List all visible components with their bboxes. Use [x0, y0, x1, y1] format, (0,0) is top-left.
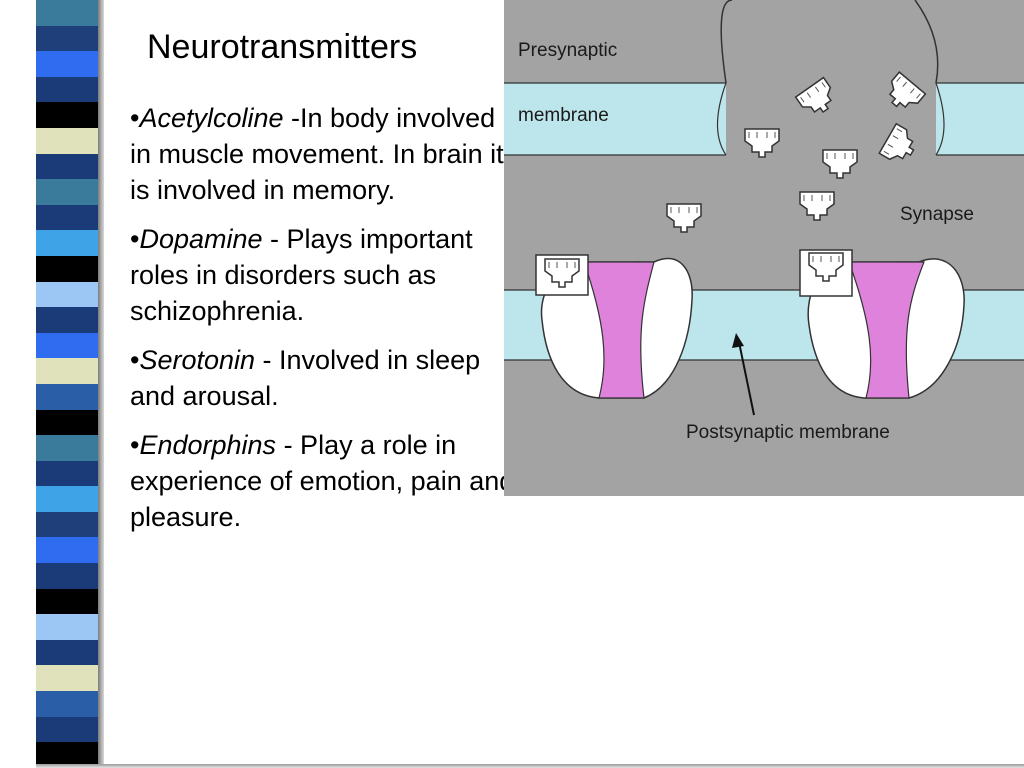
stripe-segment [36, 127, 98, 154]
bullet-serotonin: •Serotonin - Involved in sleep and arous… [130, 342, 515, 414]
receptor-right [799, 249, 965, 399]
stripe-segment [36, 409, 98, 436]
stripe-segment [36, 307, 98, 333]
vesicle-outline [720, 0, 939, 84]
bullet-acetylcholine: •Acetylcoline -In body involved in muscl… [130, 100, 515, 208]
stripe-shadow [98, 0, 104, 768]
bullet-desc: - Involved in sleep and arousal. [130, 345, 481, 411]
bullet-marker: • [130, 224, 140, 254]
stripe-segment [36, 614, 98, 640]
stripe-segment [36, 281, 98, 308]
stripe-segment [36, 383, 98, 410]
stripe-segment [36, 486, 98, 512]
label-membrane: membrane [518, 105, 609, 126]
bullet-marker: • [130, 430, 140, 460]
stripe-segment [36, 435, 98, 461]
stripe-segment [36, 716, 98, 743]
stripe-segment [36, 665, 98, 692]
bullet-term: Endorphins [139, 430, 277, 460]
stripe-segment [36, 332, 98, 359]
stripe-segment [36, 179, 98, 205]
pointer-arrow [732, 333, 755, 416]
stripe-segment [36, 0, 98, 26]
bullet-term: Acetylcoline [139, 103, 284, 133]
bullet-marker: • [130, 103, 140, 133]
stripe-segment [36, 230, 98, 256]
stripe-segment [36, 537, 98, 564]
presynaptic-membrane-left [504, 83, 726, 155]
stripe-segment [36, 742, 98, 768]
bullet-term: Serotonin [139, 345, 256, 375]
stripe-segment [36, 76, 98, 103]
receptor-left [535, 254, 693, 399]
bullet-desc: - Plays important roles in disorders suc… [130, 224, 473, 326]
stripe-segment [36, 460, 98, 487]
bullet-desc: -In body involved in muscle movement. In… [130, 103, 504, 205]
ion-channel-right [848, 261, 925, 399]
bullet-list: •Acetylcoline -In body involved in muscl… [130, 100, 515, 548]
stripe-segment [36, 204, 98, 231]
stripe-segment [36, 588, 98, 615]
stripe-segment [36, 563, 98, 589]
stripe-segment [36, 358, 98, 384]
stripe-segment [36, 153, 98, 180]
bullet-dopamine: •Dopamine - Plays important roles in dis… [130, 221, 515, 329]
synapse-diagram: Presynaptic membrane Synapse Postsynapti… [504, 0, 1024, 496]
stripe-segment [36, 639, 98, 666]
bullet-marker: • [130, 345, 140, 375]
ion-channel-left [583, 261, 655, 399]
decorative-stripe [36, 0, 98, 768]
label-synapse: Synapse [900, 204, 974, 225]
slide-title: Neurotransmitters [147, 28, 418, 66]
stripe-segment [36, 255, 98, 282]
label-presynaptic: Presynaptic [518, 40, 617, 61]
presynaptic-membrane-right [936, 83, 1024, 155]
stripe-segment [36, 511, 98, 538]
bullet-desc: - Play a role in experience of emotion, … [130, 430, 515, 532]
bullet-term: Dopamine [139, 224, 263, 254]
bottom-rule [36, 764, 1024, 768]
stripe-segment [36, 691, 98, 717]
bullet-endorphins: •Endorphins - Play a role in experience … [130, 427, 515, 535]
stripe-segment [36, 102, 98, 128]
label-postsynaptic: Postsynaptic membrane [686, 422, 890, 443]
stripe-segment [36, 51, 98, 77]
stripe-segment [36, 25, 98, 52]
